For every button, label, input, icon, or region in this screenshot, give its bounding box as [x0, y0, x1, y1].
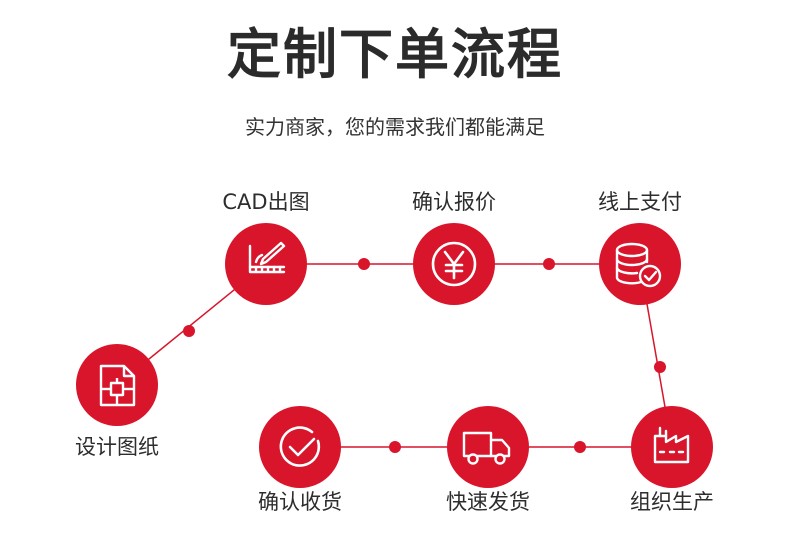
- step-circle: [225, 223, 307, 305]
- step-label-ship: 快速发货: [446, 490, 530, 514]
- step-circle: [259, 406, 341, 488]
- step-label-design: 设计图纸: [75, 435, 159, 459]
- step-label-produce: 组织生产: [630, 490, 714, 514]
- step-circle: [76, 344, 158, 426]
- step-circle: [631, 406, 713, 488]
- cad-ruler-pen-icon: [248, 241, 286, 274]
- connector-dot: [183, 325, 195, 337]
- connector-dot: [389, 441, 401, 453]
- step-design: [76, 344, 158, 426]
- step-circle: [447, 406, 529, 488]
- step-label-receive: 确认收货: [258, 490, 342, 514]
- step-label-cad: CAD出图: [222, 190, 310, 214]
- database-check-icon: [615, 242, 662, 288]
- factory-icon: [653, 426, 690, 464]
- connector-dot: [543, 258, 555, 270]
- connector-lines: [116, 263, 673, 448]
- step-label-pay: 线上支付: [598, 190, 682, 214]
- step-quote: [413, 223, 495, 305]
- page-title: 定制下单流程: [227, 23, 563, 86]
- delivery-truck-icon: [462, 431, 511, 465]
- step-receive: [259, 406, 341, 488]
- connector-dots: [183, 258, 666, 453]
- check-circle-icon: [279, 426, 321, 467]
- step-pay: [599, 223, 681, 305]
- design-drawing-icon: [99, 364, 136, 407]
- step-label-quote: 确认报价: [412, 190, 496, 214]
- connector-dot: [574, 441, 586, 453]
- step-ship: [447, 406, 529, 488]
- yen-coin-icon: [431, 241, 477, 287]
- page-subtitle: 实力商家，您的需求我们都能满足: [245, 115, 545, 139]
- step-produce: [631, 406, 713, 488]
- connector-dot: [654, 361, 666, 373]
- connector-dot: [358, 258, 370, 270]
- step-cad: [225, 223, 307, 305]
